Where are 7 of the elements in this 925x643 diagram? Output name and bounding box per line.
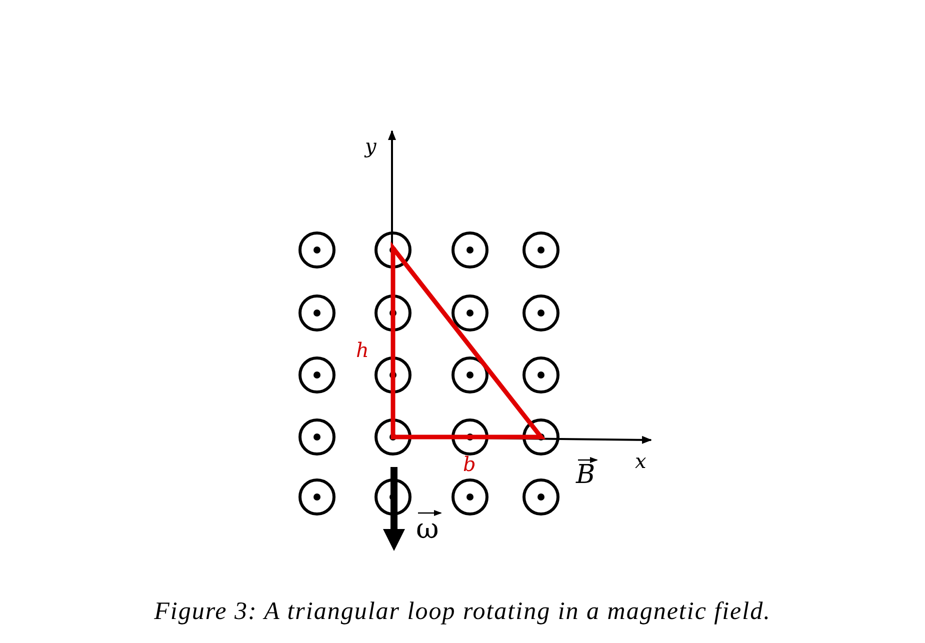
dimension-label: h — [356, 340, 369, 360]
axis-label: x — [635, 451, 646, 471]
dimension-label: b — [463, 454, 476, 474]
vector-label: B — [576, 462, 596, 488]
axis-label: y — [365, 136, 376, 156]
figure-caption: Figure 3: A triangular loop rotating in a magnetic field. — [153, 598, 772, 626]
vector-label: ω — [416, 515, 439, 543]
